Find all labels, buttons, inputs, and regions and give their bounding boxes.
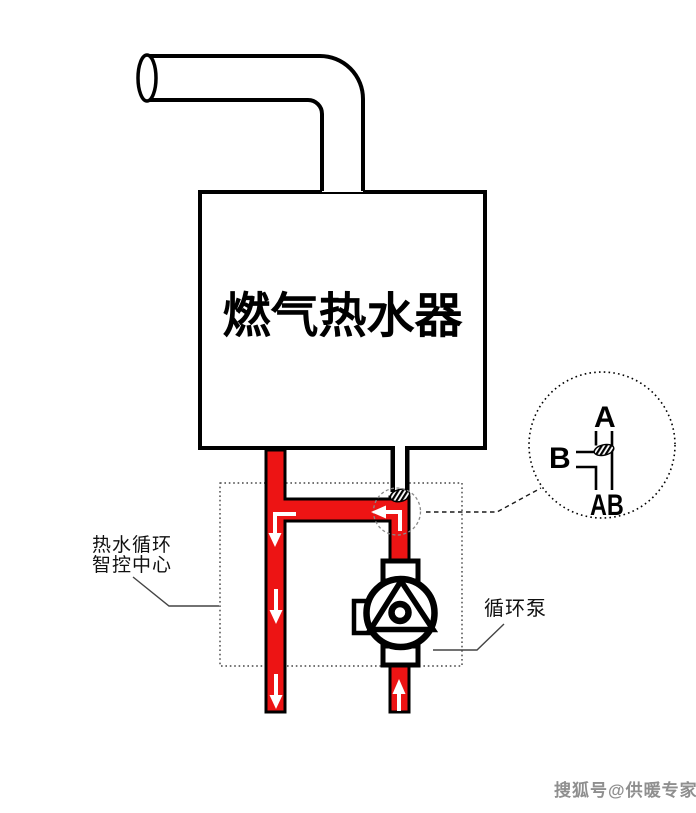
control-center-leader-line	[132, 576, 219, 607]
watermark-text: 搜狐号@供暖专家	[554, 781, 696, 800]
flow-arrow-turn-down-icon	[273, 512, 296, 534]
heater-label: 燃气热水器	[222, 290, 463, 343]
valve-detail-bubble	[528, 371, 676, 519]
hot-supply-pipe-vertical	[264, 448, 287, 714]
valve-port-ab-label: AB	[590, 489, 624, 522]
flow-arrowhead	[269, 610, 283, 624]
pump-leader-line	[433, 623, 505, 651]
flow-arrowhead	[269, 695, 283, 709]
control-center-label-line1: 热水循环	[91, 535, 172, 556]
flow-arrowhead	[392, 679, 406, 694]
flow-arrows	[268, 505, 406, 711]
flow-arrowhead	[371, 505, 386, 519]
pipe-junction-patch	[391, 496, 408, 523]
circulation-pump-symbol	[351, 558, 439, 668]
check-valve-detail-icon	[593, 443, 615, 457]
control-center-label-line2: 智控中心	[91, 554, 172, 576]
valve-port-b-label: B	[549, 442, 571, 475]
detail-leader-line	[426, 487, 542, 513]
flow-arrow-turn-left-icon	[385, 510, 402, 531]
pump-label: 循环泵	[484, 598, 547, 620]
control-center-label: 热水循环 智控中心	[86, 536, 178, 575]
pipe-junction-patch	[267, 497, 284, 523]
heater-box	[198, 190, 487, 450]
flue-pipe	[136, 53, 365, 192]
pump-impeller-triangle	[365, 575, 439, 633]
cold-inlet-pipe	[390, 446, 410, 492]
tee-fitting-schematic	[576, 431, 614, 490]
pump-hub	[388, 600, 412, 625]
flue-pipe-end-cap	[136, 53, 158, 103]
valve-port-a-label: A	[594, 401, 616, 434]
control-center-dotted-box	[219, 482, 463, 667]
flow-arrowhead	[268, 533, 282, 547]
check-valve-icon	[389, 488, 411, 503]
